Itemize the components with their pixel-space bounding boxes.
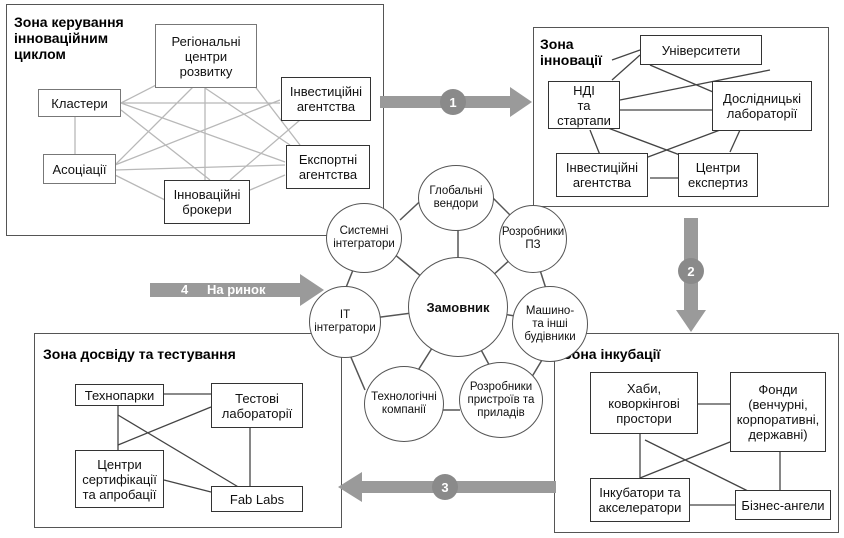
zone-management-title: Зона керування інноваційним циклом <box>14 14 124 62</box>
node-investment-agencies-mgmt: Інвестиційні агентства <box>281 77 371 121</box>
node-fab-labs: Fab Labs <box>211 486 303 512</box>
arrow-label-4: 4 <box>181 282 189 297</box>
arrow-label-market: На ринок <box>207 282 266 297</box>
arrow-badge-3: 3 <box>432 474 458 500</box>
satellite-tech-companies: Технологічні компанії <box>364 366 444 442</box>
satellite-it-integrators: ІТ інтегратори <box>309 286 381 358</box>
node-export-agencies: Експортні агентства <box>286 145 370 189</box>
satellite-machine-builders: Машино- та інші будівники <box>512 286 588 362</box>
node-innovation-brokers: Інноваційні брокери <box>164 180 250 224</box>
node-expertise-centers: Центри експертиз <box>678 153 758 197</box>
satellite-device-developers: Розробники пристроїв та приладів <box>459 362 543 438</box>
node-clusters: Кластери <box>38 89 121 117</box>
node-research-labs: Дослідницькі лабораторії <box>712 81 812 131</box>
satellite-global-vendors: Глобальні вендори <box>418 165 494 231</box>
arrow-badge-2: 2 <box>678 258 704 284</box>
node-test-labs: Тестові лабораторії <box>211 383 303 428</box>
zone-testing-title: Зона досвіду та тестування <box>43 346 236 362</box>
node-regional-centers: Регіональні центри розвитку <box>155 24 257 88</box>
zone-innovation-title: Зона інновації <box>540 36 602 68</box>
node-research-institutes-startups: НДІ та стартапи <box>548 81 620 129</box>
satellite-system-integrators: Системні інтегратори <box>326 203 402 273</box>
hub-customer: Замовник <box>408 257 508 357</box>
node-universities: Університети <box>640 35 762 65</box>
node-certification-centers: Центри сертифікації та апробації <box>75 450 164 508</box>
node-technoparks: Технопарки <box>75 384 164 406</box>
node-business-angels: Бізнес-ангели <box>735 490 831 520</box>
node-funds: Фонди (венчурні, корпоративні, державні) <box>730 372 826 452</box>
arrow-badge-1: 1 <box>440 89 466 115</box>
node-associations: Асоціації <box>43 154 116 184</box>
node-investment-agencies-innov: Інвестиційні агентства <box>556 153 648 197</box>
satellite-software-developers: Розробники ПЗ <box>499 205 567 273</box>
node-hubs-coworking: Хаби, коворкінгові простори <box>590 372 698 434</box>
node-incubators-accelerators: Інкубатори та акселератори <box>590 478 690 522</box>
